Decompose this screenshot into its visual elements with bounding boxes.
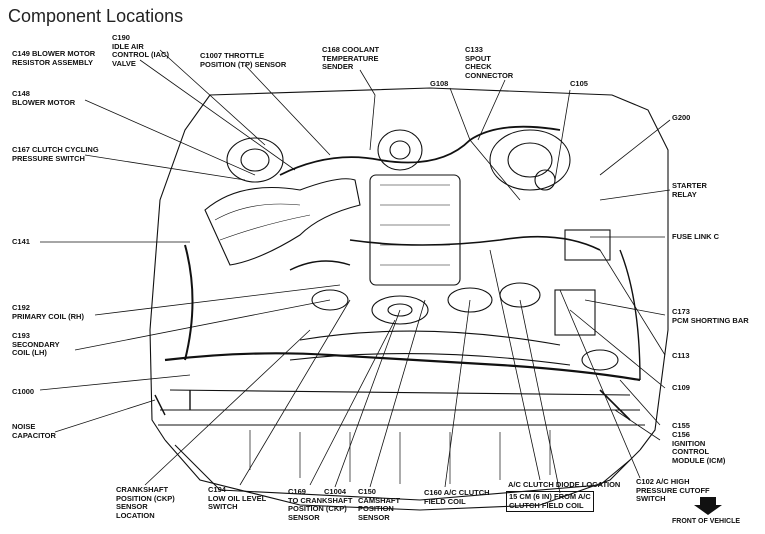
label-c150: C150 CAMSHAFT POSITION SENSOR: [358, 487, 401, 522]
label-c109: C109: [672, 383, 690, 392]
label-c105: C105: [570, 79, 588, 88]
label-ckp-location: CRANKSHAFT POSITION (CKP) SENSOR LOCATIO…: [116, 485, 175, 520]
label-c133: C133 SPOUT CHECK CONNECTOR: [465, 45, 514, 80]
label-starter-relay: STARTER RELAY: [672, 181, 707, 199]
label-c113: C113: [672, 351, 690, 360]
label-c173: C173 PCM SHORTING BAR: [672, 307, 749, 325]
label-g108: G108: [430, 79, 449, 88]
label-noise-capacitor: NOISE CAPACITOR: [12, 422, 56, 440]
label-fuse-link: FUSE LINK C: [672, 232, 720, 241]
label-c102: C102 A/C HIGH PRESSURE CUTOFF SWITCH: [636, 477, 710, 503]
label-c1000: C1000: [12, 387, 35, 396]
label-c1007: C1007 THROTTLE POSITION (TP) SENSOR: [200, 51, 287, 69]
label-c148: C148 BLOWER MOTOR: [12, 89, 76, 107]
label-c194: C194 LOW OIL LEVEL SWITCH: [208, 485, 267, 511]
label-diode-box: 15 CM (6 IN) FROM A/C CLUTCH FIELD COIL: [506, 491, 594, 512]
label-front-of-vehicle: FRONT OF VEHICLE: [672, 518, 741, 525]
page-title: Component Locations: [8, 6, 184, 26]
label-c193: C193 SECONDARY COIL (LH): [12, 331, 60, 357]
label-c192: C192 PRIMARY COIL (RH): [12, 303, 84, 321]
label-diode-location: A/C CLUTCH DIODE LOCATION: [508, 480, 621, 489]
label-c167: C167 CLUTCH CYCLING PRESSURE SWITCH: [12, 145, 99, 163]
label-c168: C168 COOLANT TEMPERATURE SENDER: [322, 45, 380, 71]
label-c160: C160 A/C CLUTCH FIELD COIL: [424, 488, 490, 506]
label-c169: C169 TO CRANKSHAFT POSITION (CKP) SENSOR: [288, 487, 353, 522]
label-g200: G200: [672, 113, 691, 122]
front-arrow-icon: [694, 497, 722, 515]
label-c1004: C1004: [324, 487, 347, 496]
label-c141: C141: [12, 237, 30, 246]
label-c156: C156 IGNITION CONTROL MODULE (ICM): [672, 430, 726, 465]
label-c149: C149 BLOWER MOTOR RESISTOR ASSEMBLY: [12, 49, 96, 67]
label-c155: C155: [672, 421, 690, 430]
label-c190: C190 IDLE AIR CONTROL (IAC) VALVE: [112, 33, 169, 68]
